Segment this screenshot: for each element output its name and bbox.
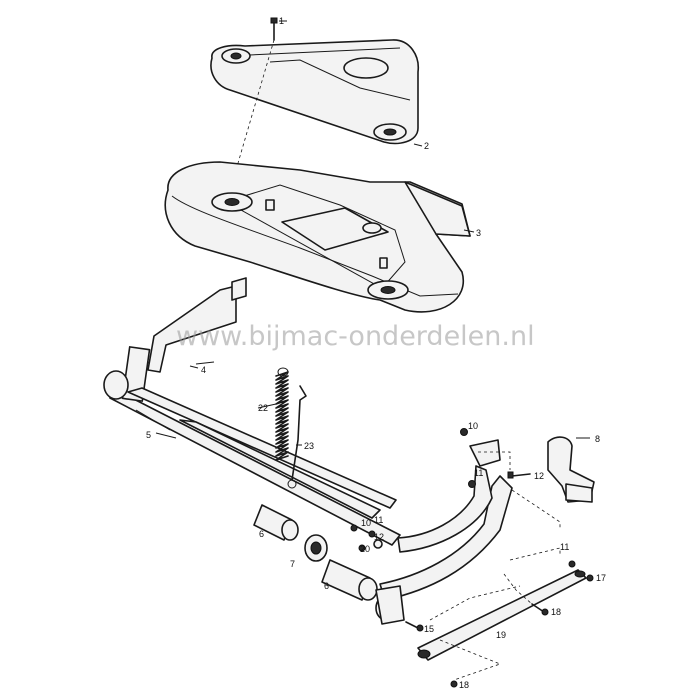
belt-cover-part-2	[210, 39, 419, 145]
roller-part-6-lower	[321, 559, 378, 601]
bolt-part-18-lower	[450, 680, 458, 688]
deck-housing-part-3	[164, 161, 471, 313]
callout-label: 12	[374, 532, 384, 542]
bolt-part-17	[586, 574, 594, 582]
callout-label: 11	[374, 515, 383, 525]
crank-handle-part-8	[547, 436, 595, 503]
assembly-lines	[429, 451, 561, 681]
callout-label: 23	[304, 441, 314, 451]
callout-label: 5	[146, 430, 151, 440]
rod-part-23	[287, 385, 307, 489]
callout-label: 17	[596, 573, 606, 583]
callout-leaders	[155, 143, 590, 446]
nut-part-10-upper	[460, 428, 468, 436]
callout-label: 8	[595, 434, 600, 444]
spring-part-22	[275, 367, 289, 461]
callout-label: 15	[424, 624, 434, 634]
bracket-part-4	[147, 277, 247, 373]
callout-label: 19	[496, 630, 506, 640]
bolt-part-12-upper	[507, 471, 531, 479]
nut-part-11-upper	[468, 480, 476, 488]
callout-label: 18	[551, 607, 561, 617]
watermark-text: www.bijmac-onderdelen.nl	[176, 321, 535, 352]
callout-label: 11	[474, 468, 483, 478]
callout-label: 10	[361, 518, 371, 528]
pulley-part-7	[304, 534, 328, 562]
callout-label: 6	[324, 581, 329, 591]
hardware-cluster-10-11-12-20	[350, 524, 383, 552]
callout-label: 4	[201, 365, 206, 375]
strap-part-19	[417, 569, 587, 661]
callout-label: 1	[279, 16, 284, 26]
callout-label: 6	[259, 529, 264, 539]
u-frame-arm	[375, 439, 513, 625]
callout-label: 18	[459, 680, 469, 690]
callout-label: 12	[534, 471, 544, 481]
nut-part-11-lower	[568, 560, 576, 568]
callout-label: 2	[424, 141, 429, 151]
callout-label: 3	[476, 228, 481, 238]
callout-label: 22	[258, 403, 268, 413]
bolt-part-18-upper	[531, 603, 549, 616]
bolt-part-1	[235, 17, 287, 171]
callout-label: 10	[468, 421, 478, 431]
bolt-part-15	[405, 621, 424, 632]
callout-label: 7	[290, 559, 295, 569]
callout-label: 20	[360, 544, 370, 554]
frame-part-5	[103, 346, 401, 546]
roller-part-6-upper	[253, 504, 299, 541]
callout-label: 11	[560, 542, 569, 552]
